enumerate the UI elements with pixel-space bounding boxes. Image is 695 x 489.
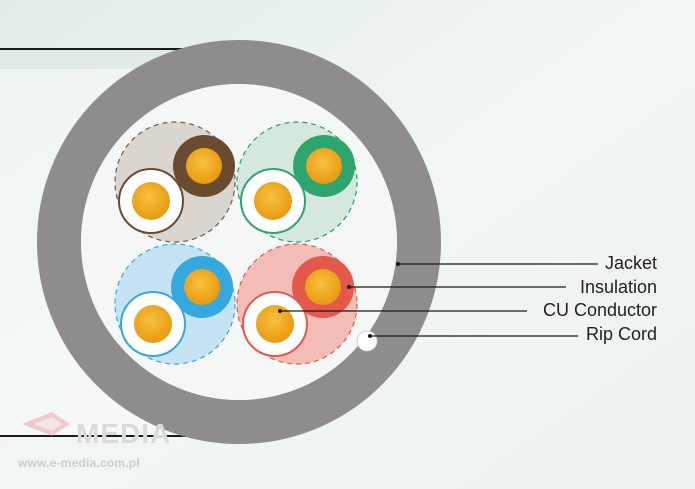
watermark-logo-mark [22, 412, 70, 436]
white-brown-wire-conductor [132, 182, 170, 220]
orange-wire-conductor [305, 269, 341, 305]
cable-interior [81, 84, 397, 400]
green-wire-conductor [306, 148, 342, 184]
rip-cord-leader-dot [368, 334, 372, 338]
rip-cord [356, 330, 378, 352]
jacket-leader-dot [396, 262, 400, 266]
green-pair [236, 121, 358, 243]
brown-pair [114, 121, 236, 243]
leader-lines [280, 263, 598, 337]
insulation-leader-dot [347, 285, 351, 289]
insulation-label: Insulation [579, 277, 657, 297]
conductor-label: CU Conductor [542, 300, 657, 320]
jacket-ring [37, 40, 441, 444]
orange-pair [236, 243, 358, 365]
white-green-wire-conductor [254, 182, 292, 220]
white-orange-wire-conductor [256, 305, 294, 343]
rip-cord-label: Rip Cord [585, 324, 657, 344]
watermark-url: www.e-media.com.pl [18, 456, 140, 470]
white-blue-wire-conductor [134, 305, 172, 343]
brown-wire-conductor [186, 148, 222, 184]
blue-pair [114, 243, 236, 365]
leader-dots [278, 262, 400, 338]
conductor-leader-dot [278, 309, 282, 313]
watermark-logo-text: MEDIA [76, 418, 172, 449]
jacket-label: Jacket [604, 253, 657, 273]
blue-wire-conductor [184, 269, 220, 305]
